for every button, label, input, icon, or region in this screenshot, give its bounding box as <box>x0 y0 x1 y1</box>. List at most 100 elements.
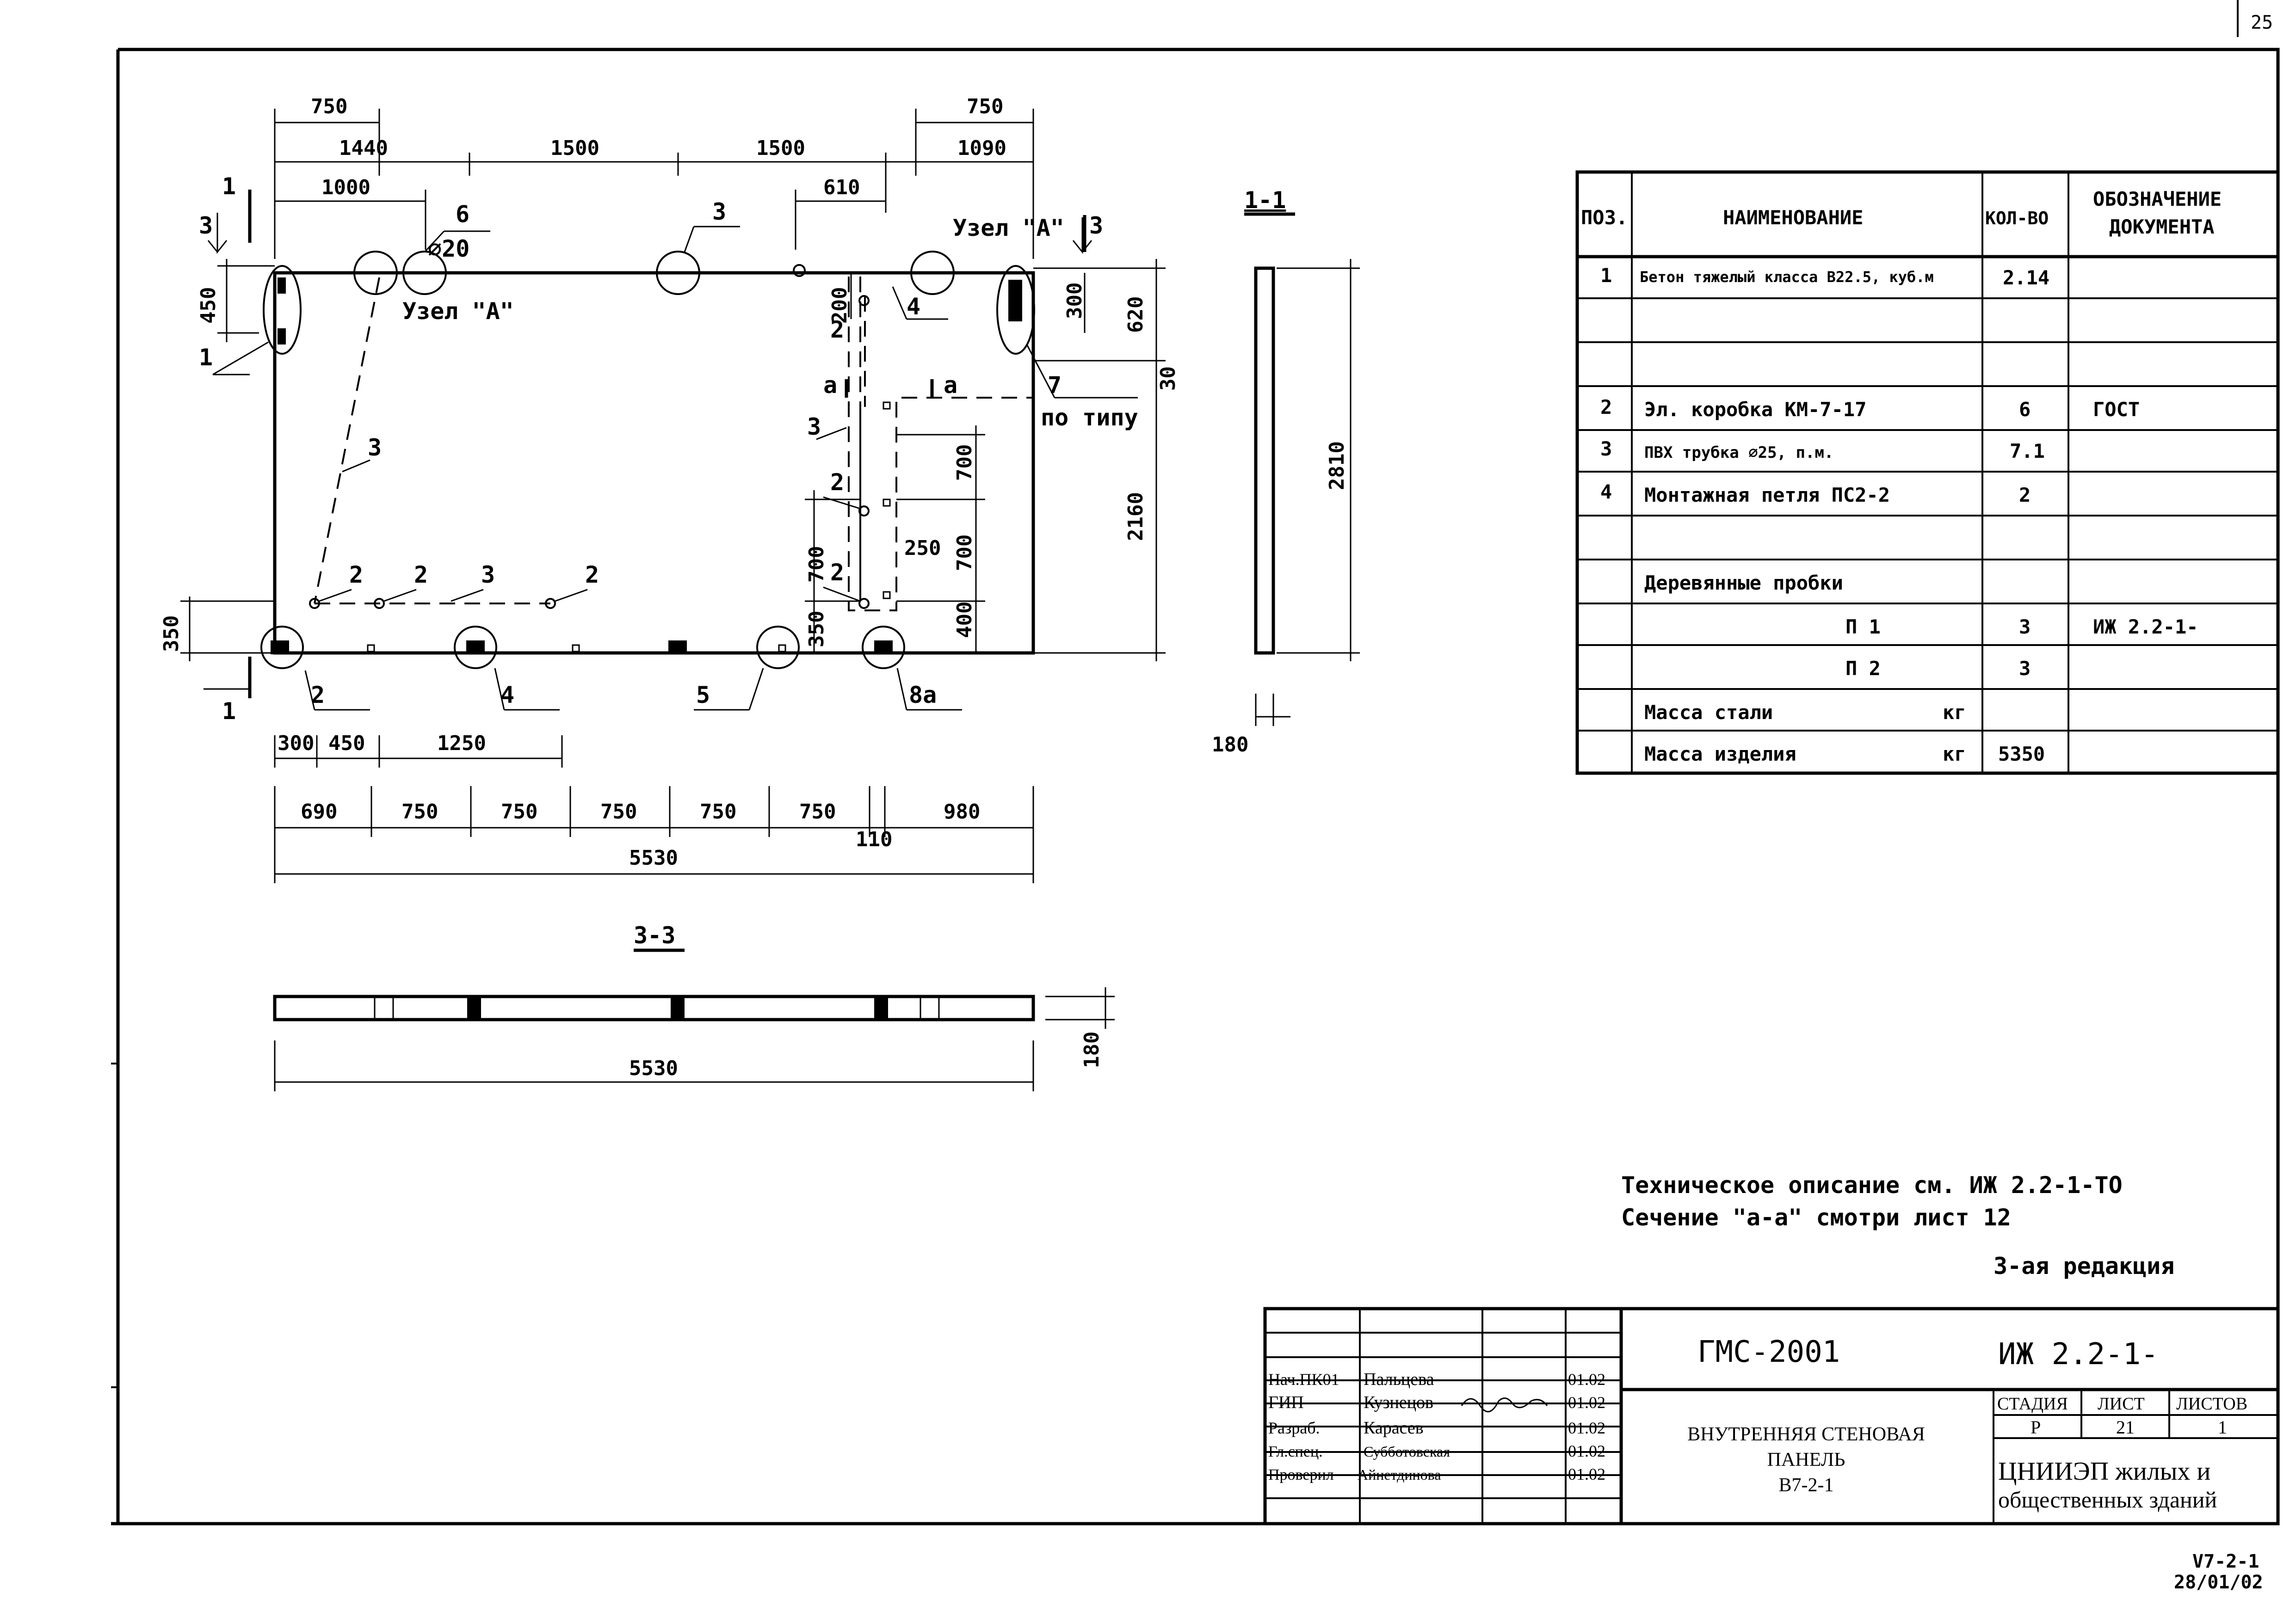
sheet-frame <box>111 48 2280 1526</box>
dim-right-2160: 2160 <box>1124 492 1148 541</box>
dim-total-5530: 5530 <box>629 846 678 870</box>
mark-2-f: 2 <box>830 316 844 343</box>
dim-right-200: 200 <box>828 287 852 324</box>
tb-role-1: Нач.ПК01 <box>1268 1370 1339 1389</box>
dim-bottom-300: 300 <box>278 732 314 755</box>
mark-2-d: 2 <box>830 469 844 496</box>
dim-top-1500-a: 1500 <box>550 136 599 160</box>
mark-2-c: 2 <box>585 561 599 588</box>
dim-top-750-right: 750 <box>967 95 1003 118</box>
stamp-line-1: V7-2-1 <box>2192 1551 2259 1572</box>
row-p1-doc: ИЖ 2.2-1- <box>2093 615 2198 638</box>
signature <box>1461 1397 1548 1413</box>
tb-date-2: 01.02 <box>1568 1393 1605 1412</box>
header-doc-1: ОБОЗНАЧЕНИЕ <box>2093 188 2222 210</box>
tb-role-2: ГИП <box>1268 1393 1304 1412</box>
stamp-line-2: 28/01/02 <box>2174 1572 2263 1593</box>
tb-org-line-2: общественных зданий <box>1998 1487 2217 1513</box>
node-a-right: Узел "А" <box>953 215 1064 241</box>
tb-date-5: 01.02 <box>1568 1465 1605 1483</box>
tb-name-4: Субботовская <box>1364 1443 1450 1460</box>
po-tipu: по типу <box>1041 404 1138 431</box>
dim-top-1090: 1090 <box>957 136 1006 160</box>
dim-left-350: 350 <box>160 615 183 652</box>
dim-right-250: 250 <box>904 536 941 560</box>
section-3-3: 3-3 5530 180 <box>273 922 1115 1091</box>
tb-sheets-header: ЛИСТОВ <box>2176 1394 2247 1414</box>
row3-pos: 3 <box>1600 437 1612 460</box>
dim-top-1440: 1440 <box>339 136 388 160</box>
dim-right-620: 620 <box>1124 296 1148 333</box>
title-block: ГМС-2001 ИЖ 2.2-1- Нач.ПК01 Пальцева 01.… <box>1263 1307 2280 1526</box>
tb-name-line-1: ВНУТРЕННЯЯ СТЕНОВАЯ <box>1687 1424 1925 1445</box>
tb-date-1: 01.02 <box>1568 1370 1605 1389</box>
section-1-1: 1-1 2810 180 <box>1212 187 1360 757</box>
row-p1-qty: 3 <box>2019 615 2031 638</box>
mark-2-e: 2 <box>830 559 844 586</box>
dim-right-400: 400 <box>953 602 976 638</box>
section-3-3-length: 5530 <box>629 1057 678 1080</box>
section-3-3-thickness: 180 <box>1080 1032 1104 1068</box>
row-p2-name: П 2 <box>1845 657 1881 680</box>
dim-750-5: 750 <box>799 800 836 824</box>
row3-name: ПВХ трубка ⌀25, п.м. <box>1644 443 1833 462</box>
row-item-mass-value: 5350 <box>1998 743 2045 765</box>
section-3-3-title: 3-3 <box>634 922 675 949</box>
page-number: 25 <box>2251 12 2273 33</box>
header-qty: КОЛ-ВО <box>1985 208 2049 228</box>
dim-right-350: 350 <box>805 611 828 647</box>
tb-name-2: Кузнецов <box>1364 1393 1433 1412</box>
note-tech-description: Техническое описание см. ИЖ 2.2-1-ТО <box>1621 1172 2123 1199</box>
tb-project: ГМС-2001 <box>1697 1335 1840 1369</box>
callout-3: 3 <box>712 198 726 225</box>
header-pos: ПОЗ. <box>1581 206 1628 229</box>
row1-pos: 1 <box>1600 264 1612 287</box>
tb-sheet-header: ЛИСТ <box>2098 1394 2145 1414</box>
row-item-mass: Масса изделия <box>1644 743 1796 765</box>
dim-750-2: 750 <box>501 800 537 824</box>
row4-qty: 2 <box>2019 484 2031 506</box>
mark-3-c: 3 <box>807 413 821 440</box>
dim-right-30: 30 <box>1156 366 1180 391</box>
tb-date-4: 01.02 <box>1568 1442 1605 1460</box>
dim-right-700-c: 700 <box>805 546 828 583</box>
callout-5: 5 <box>696 682 710 708</box>
tb-sheet-value: 21 <box>2116 1417 2135 1438</box>
note-revision: 3-ая редакция <box>1994 1253 2174 1280</box>
tb-role-4: Гл.спец. <box>1268 1443 1323 1460</box>
dim-750-4: 750 <box>700 800 736 824</box>
row-p1-name: П 1 <box>1845 615 1881 638</box>
section-1-1-height: 2810 <box>1325 441 1349 490</box>
section-mark-3-left: 3 <box>199 212 213 239</box>
tb-stage-value: Р <box>2031 1417 2041 1438</box>
section-mark-3-right: 3 <box>1089 212 1103 239</box>
node-a-left: Узел "А" <box>402 298 514 325</box>
tb-name-3: Карасев <box>1364 1418 1424 1438</box>
mark-3-b: 3 <box>368 434 382 461</box>
note-section-aa: Сечение "а-а" смотри лист 12 <box>1621 1204 2011 1231</box>
dim-690: 690 <box>301 800 337 824</box>
row2-pos: 2 <box>1600 396 1612 418</box>
section-1-1-title: 1-1 <box>1244 187 1286 214</box>
tb-name-5: Айнетдинова <box>1358 1466 1441 1483</box>
dim-top-610: 610 <box>823 176 860 199</box>
callout-4-loop: 4 <box>907 293 920 320</box>
mark-2-b: 2 <box>414 561 428 588</box>
dim-right-700-a: 700 <box>953 444 976 481</box>
tb-name-line-3: В7-2-1 <box>1779 1475 1834 1496</box>
section-1-1-thickness: 180 <box>1212 733 1248 757</box>
row2-qty: 6 <box>2019 398 2031 421</box>
callout-8a: 8а <box>909 682 937 708</box>
dim-bottom-450: 450 <box>328 732 365 755</box>
row1-qty: 2.14 <box>2003 266 2049 289</box>
row-item-unit: кг <box>1943 743 1966 765</box>
tb-code: ИЖ 2.2-1- <box>1998 1337 2159 1372</box>
header-name: НАИМЕНОВАНИЕ <box>1723 206 1863 229</box>
section-mark-1-bottom: 1 <box>222 698 236 725</box>
mark-a-right: а <box>944 372 957 399</box>
row-p2-qty: 3 <box>2019 657 2031 680</box>
row3-qty: 7.1 <box>2010 440 2045 462</box>
dim-bottom-1250: 1250 <box>437 732 486 755</box>
panel-plan: 750 1440 1500 1500 1000 610 750 1090 450… <box>160 95 1180 883</box>
